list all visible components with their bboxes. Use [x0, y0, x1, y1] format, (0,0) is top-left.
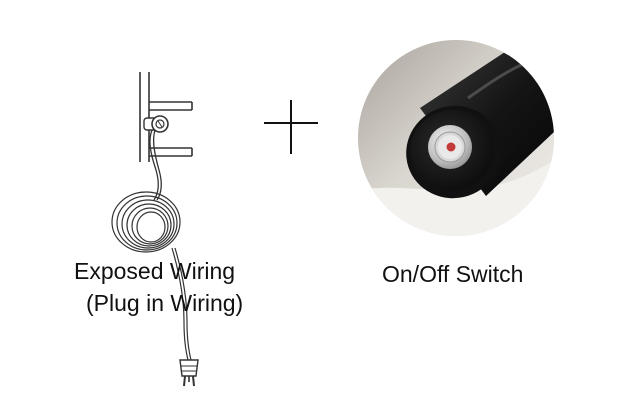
exposed-wiring-label: Exposed Wiring: [74, 258, 236, 284]
plus-icon: [264, 100, 318, 154]
towel-rail-plug-wiring-icon: [111, 72, 199, 387]
round-push-switch-photo: [358, 40, 554, 236]
plug-in-wiring-label: (Plug in Wiring): [86, 290, 244, 316]
on-off-switch-label: On/Off Switch: [382, 261, 524, 287]
switch-indicator: [446, 142, 456, 152]
